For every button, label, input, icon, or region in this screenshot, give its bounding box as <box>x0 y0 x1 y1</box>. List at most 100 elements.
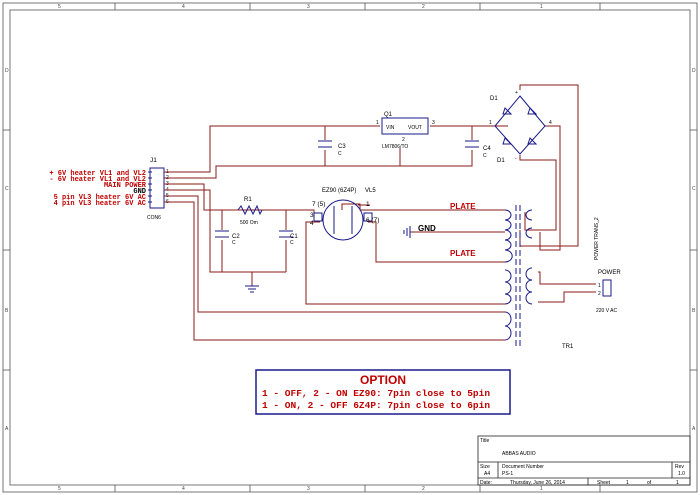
border-row-d: D <box>5 68 9 74</box>
power-pin-2: 2 <box>598 291 601 297</box>
c3-val: C <box>338 151 342 157</box>
border-col-3-bottom: 3 <box>307 486 310 492</box>
border-row-c: C <box>5 186 9 192</box>
ground-symbol <box>245 285 259 293</box>
border-row-c-right: C <box>692 186 696 192</box>
tube-pin-3: 3 <box>310 212 314 219</box>
border-row-a: A <box>5 426 9 432</box>
c3-ref: C3 <box>338 144 346 150</box>
reg-vin: VIN <box>386 125 395 131</box>
conn-label-6: 4 pin VL3 heater 6V AC <box>54 200 146 208</box>
border-col-1: 1 <box>540 4 543 10</box>
tb-of-label: of <box>647 480 652 486</box>
plate-label-top: PLATE <box>450 202 476 211</box>
reg-pin3: 3 <box>432 120 435 126</box>
tb-title-label: Title <box>480 438 489 444</box>
bridge-pin1: 1 <box>489 120 492 126</box>
border-col-2: 2 <box>422 4 425 10</box>
reg-part: LM7806/TO <box>382 144 408 150</box>
gnd-label: GND <box>418 224 436 233</box>
bridge-ref: D1 <box>490 96 498 102</box>
tb-rev-label: Rev <box>675 464 684 470</box>
power-connector: POWER 1 2 220 V AC <box>596 270 621 314</box>
regulator-q1: Q1 VIN VOUT 1 2 3 LM7806/TO <box>376 112 435 150</box>
tube-pin-67: 6 (7) <box>366 217 379 224</box>
conn-label-1: + 6V heater VL1 and VL2 <box>49 170 146 178</box>
border-col-5-bottom: 5 <box>58 486 61 492</box>
connector-name: CON6 <box>147 215 161 221</box>
option-line-2: 1 - ON, 2 - OFF 6Z4P: 7pin close to 6pin <box>262 400 490 411</box>
r1-value: 500 Om <box>240 220 258 226</box>
option-line-1: 1 - OFF, 2 - ON EZ90: 7pin close to 5pin <box>262 388 490 399</box>
connector-j1: J1 CON6 1 2 3 4 5 6 <box>147 157 169 221</box>
tb-rev: 1.0 <box>678 471 685 477</box>
c2-ref: C2 <box>232 234 240 240</box>
c2-val: C <box>232 240 236 246</box>
option-note-box: OPTION 1 - OFF, 2 - ON EZ90: 7pin close … <box>255 369 511 415</box>
conn-label-3: MAIN POWER <box>104 182 147 190</box>
tube-pin-4: 4 <box>310 220 314 227</box>
tube-part: EZ90 (6Z4P) <box>322 188 356 194</box>
gnd-tap-symbol <box>403 226 411 238</box>
reg-pin2: 2 <box>402 137 405 143</box>
c4-val: C <box>483 153 487 159</box>
bridge-pin4: 4 <box>549 120 552 126</box>
border-col-1-bottom: 1 <box>540 486 543 492</box>
transformer-tr1: TR1 POWER TRANS_2 <box>504 205 600 350</box>
border-row-a-right: A <box>692 426 696 432</box>
reg-vout: VOUT <box>408 125 422 131</box>
border-row-d-right: D <box>692 68 696 74</box>
rectifier-tube-vl5: EZ90 (6Z4P) VL5 7 (5) 1 3 4 6 (7) <box>310 188 379 241</box>
r1-ref: R1 <box>244 197 252 203</box>
border-row-b-right: B <box>692 308 696 314</box>
c1-ref: C1 <box>290 234 298 240</box>
tb-docnum: PS-1 <box>502 471 513 477</box>
capacitor-c2: C2 C <box>215 230 240 246</box>
capacitor-c1: C1 C <box>279 230 298 246</box>
power-label: POWER <box>598 270 621 276</box>
c4-ref: C4 <box>483 146 491 152</box>
bridge-minus: - <box>515 156 517 162</box>
capacitor-c3: C3 C <box>318 140 346 157</box>
border-col-2-bottom: 2 <box>422 486 425 492</box>
power-pin-1: 1 <box>598 283 601 289</box>
tb-sheet: 1 <box>626 480 629 486</box>
c1-val: C <box>290 240 294 246</box>
inner-frame <box>9 9 691 486</box>
tube-ref: VL5 <box>365 188 376 194</box>
transformer-ref: TR1 <box>562 344 574 350</box>
capacitor-c4: C4 C <box>465 140 491 159</box>
tb-sheet-label: Sheet <box>597 480 611 486</box>
bridge-ref2: D1 <box>497 158 505 164</box>
tb-size: A4 <box>484 471 490 477</box>
tb-docnum-label: Document Number <box>502 464 544 470</box>
option-title: OPTION <box>360 373 406 387</box>
resistor-r1: R1 500 Om <box>237 197 263 226</box>
border-col-3: 3 <box>307 4 310 10</box>
conn-label-4: GND <box>133 188 146 196</box>
power-voltage: 220 V AC <box>596 308 618 314</box>
tube-pin-1: 1 <box>366 201 370 208</box>
transformer-name: POWER TRANS_2 <box>594 217 600 260</box>
border-col-4-bottom: 4 <box>182 486 185 492</box>
conn-label-2: - 6V heater VL1 and VL2 <box>49 176 146 184</box>
tb-title: ABBAS AUDIO <box>502 451 536 457</box>
bridge-rectifier-d1: D1 D1 1 4 + - <box>489 90 552 164</box>
title-block: Title ABBAS AUDIO Size A4 Document Numbe… <box>477 435 691 486</box>
bridge-plus: + <box>515 90 518 96</box>
tube-pin-75: 7 (5) <box>312 201 325 208</box>
reg-pin1: 1 <box>376 120 379 126</box>
tb-date-label: Date: <box>480 480 492 486</box>
connector-ref: J1 <box>150 157 157 164</box>
tb-size-label: Size <box>480 464 490 470</box>
tb-date: Thursday, June 26, 2014 <box>510 480 565 486</box>
border-col-4: 4 <box>182 4 185 10</box>
wires <box>164 84 579 341</box>
plate-label-bottom: PLATE <box>450 249 476 258</box>
reg-ref: Q1 <box>384 112 393 118</box>
border-col-5: 5 <box>58 4 61 10</box>
border-row-b: B <box>5 308 9 314</box>
